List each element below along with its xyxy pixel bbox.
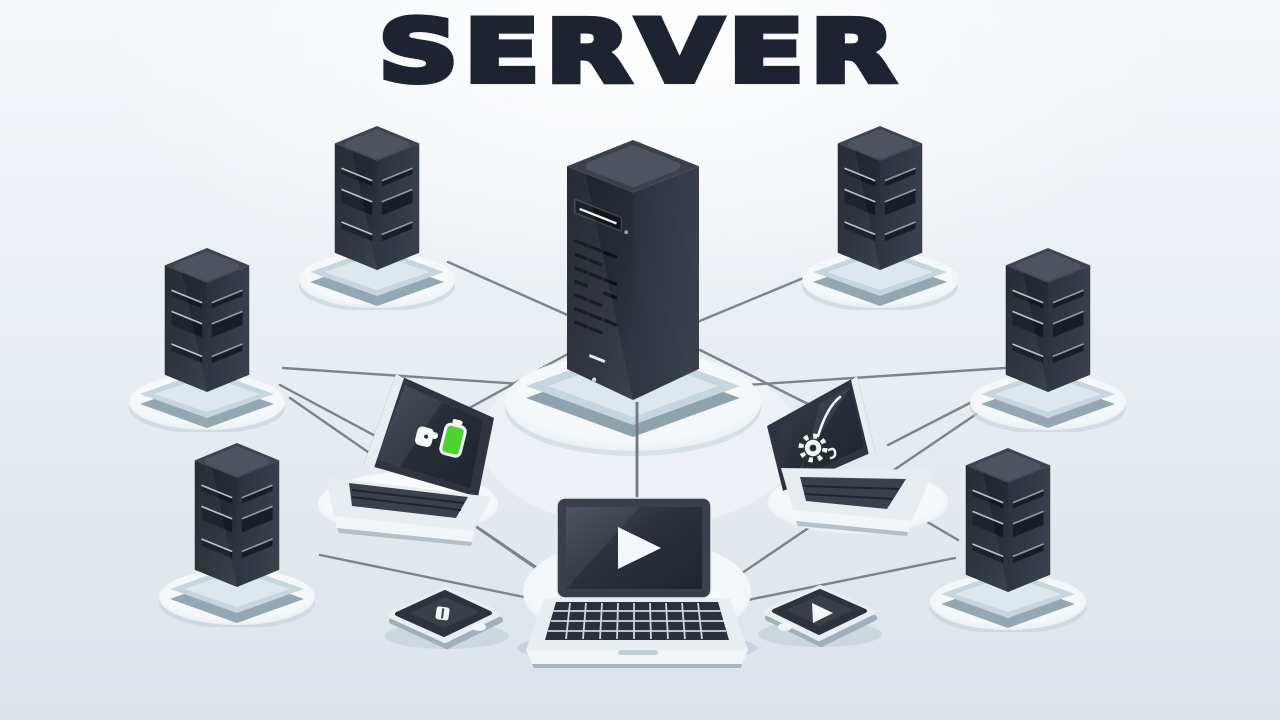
play-icon bbox=[618, 527, 661, 569]
server-tower-bottom-left bbox=[159, 443, 315, 629]
server-tower-top-left bbox=[299, 126, 455, 312]
card-icon bbox=[435, 606, 450, 621]
tablet-left bbox=[385, 586, 509, 649]
page-title: SERVER bbox=[375, 0, 902, 105]
laptop-right bbox=[767, 376, 948, 536]
tablet-right bbox=[758, 585, 882, 647]
gear-icon bbox=[798, 395, 842, 463]
play-icon-tablet bbox=[812, 603, 833, 623]
laptop-left bbox=[318, 374, 498, 546]
server-tower-mid-left bbox=[129, 248, 285, 434]
hub-tower bbox=[567, 140, 699, 400]
server-tower-bottom-right bbox=[930, 448, 1086, 634]
central-server-hub bbox=[505, 140, 761, 456]
server-tower-mid-right bbox=[970, 248, 1126, 434]
laptop-right-screen bbox=[779, 386, 864, 482]
battery-charging-icon bbox=[415, 419, 467, 458]
server-tower-top-right bbox=[802, 126, 958, 312]
laptop-bottom bbox=[517, 497, 757, 668]
